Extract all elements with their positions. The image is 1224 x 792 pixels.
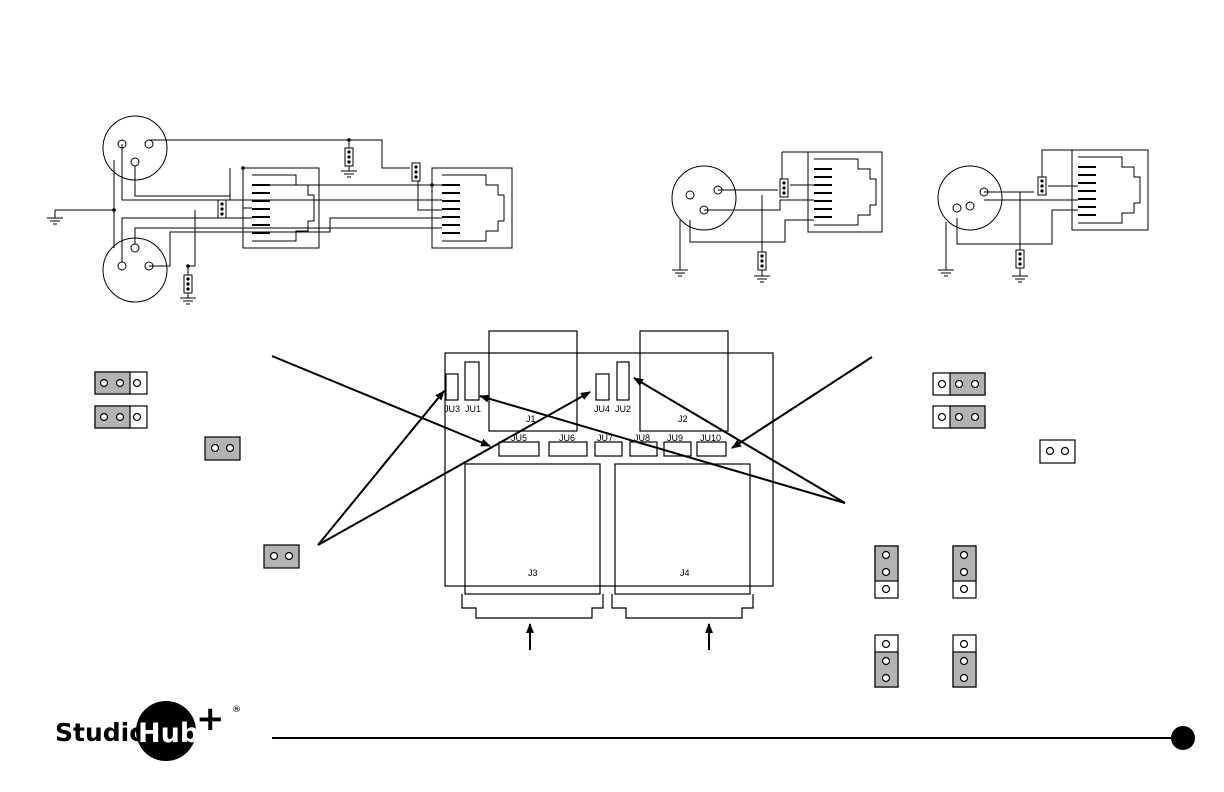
jumper-symbol xyxy=(218,200,226,218)
label-ju9: JU9 xyxy=(667,433,683,443)
jumper-symbol xyxy=(758,252,766,270)
logo-text-hub: Hub xyxy=(138,718,199,749)
jumper-symbol xyxy=(780,179,788,197)
label-ju6: JU6 xyxy=(559,433,575,443)
registered-mark: ® xyxy=(232,705,241,715)
label-ju4: JU4 xyxy=(594,404,610,414)
label-j3: J3 xyxy=(528,568,538,578)
footer-bullet xyxy=(1171,726,1195,750)
logo-plus: + xyxy=(196,699,225,739)
label-ju10: JU10 xyxy=(700,433,721,443)
schematic-mono-1 xyxy=(672,152,882,282)
schematic-mono-2 xyxy=(938,150,1148,282)
jumper-symbol xyxy=(345,148,353,166)
board-labels: JU3 JU1 JU4 JU2 J1 J2 JU5 JU6 JU7 JU8 JU… xyxy=(444,404,721,578)
pointer-arrows xyxy=(272,356,872,650)
label-ju1: JU1 xyxy=(465,404,481,414)
schematic-stereo xyxy=(47,116,512,304)
label-j4: J4 xyxy=(680,568,690,578)
label-j2: J2 xyxy=(678,414,688,424)
circuit-board xyxy=(445,331,773,618)
jumper-settings xyxy=(95,372,1075,687)
label-ju3: JU3 xyxy=(444,404,460,414)
logo-text-studio: Studio xyxy=(55,718,146,747)
jumper-symbol xyxy=(1016,250,1024,268)
jumper-symbol xyxy=(184,275,192,293)
jumper-symbol xyxy=(1038,177,1046,195)
label-ju2: JU2 xyxy=(615,404,631,414)
jumper-symbol xyxy=(412,163,420,181)
studiohub-logo: Studio Hub + ® xyxy=(55,699,241,761)
